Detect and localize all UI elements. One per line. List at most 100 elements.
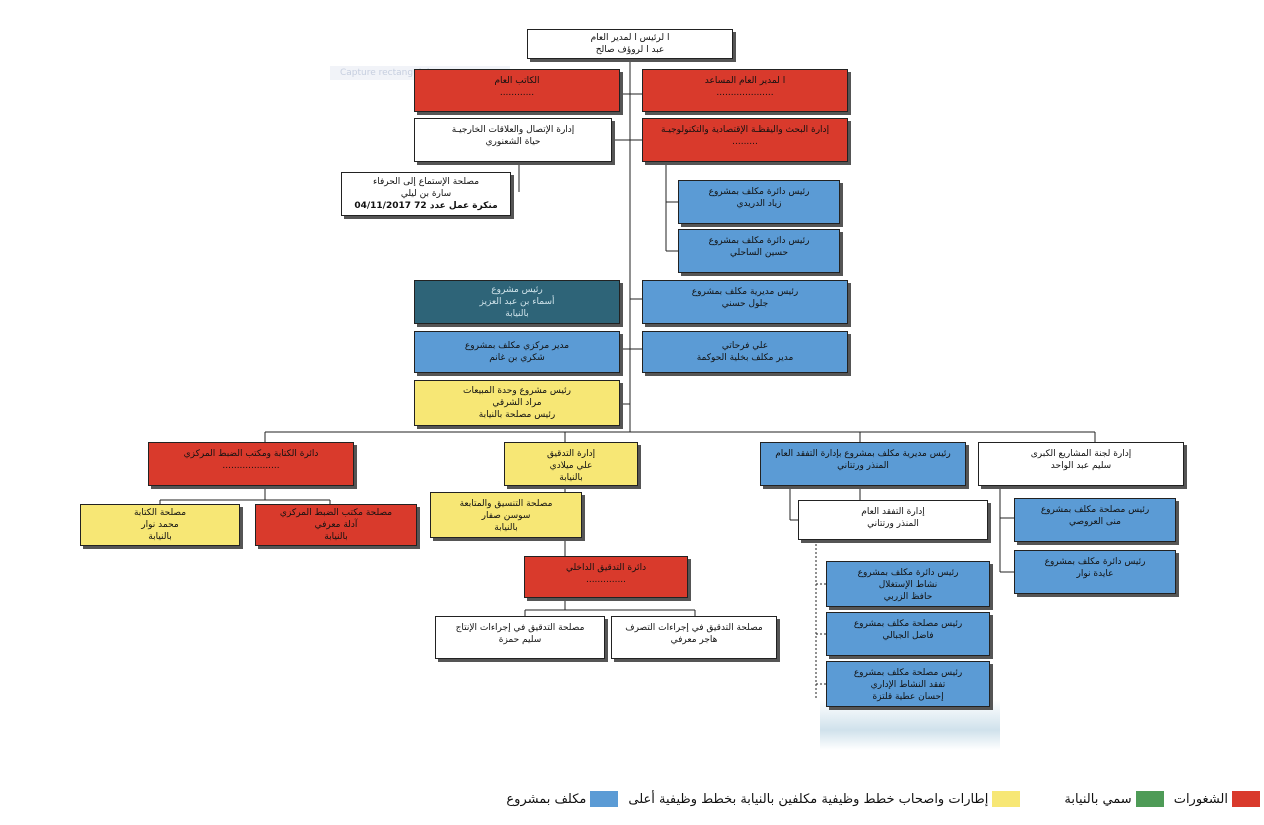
org-node-listening-service[interactable]: مصلحة الإستماع إلى الحرفاء سارة بن ليلي …	[341, 172, 511, 216]
node-note: منكرة عمل عدد 72 04/11/2017	[354, 201, 498, 211]
node-name: سارة بن ليلي	[400, 189, 452, 199]
node-title: رئيس مصلحة مكلف بمشروع	[853, 619, 963, 629]
org-node-secretary-general[interactable]: الكاتب العام ............	[414, 69, 620, 112]
node-title: مصلحة التدقيق في إجراءات التصرف	[625, 623, 763, 633]
org-node-audit-dept[interactable]: إدارة التدقيق علي ميلادي بالنيابة	[504, 442, 638, 486]
node-note: بالنيابة	[559, 473, 583, 483]
node-title: إدارة لجنة المشاريع الكبرى	[1030, 449, 1132, 459]
node-title: دائرة التدقيق الداخلي	[565, 563, 647, 573]
node-name: أسماء بن عبد العزيز	[479, 297, 555, 307]
node-title: رئيس مديرية مكلف بمشروع	[691, 287, 799, 297]
node-name: عبد ا لروؤف صالح	[595, 45, 665, 55]
node-title: مدير مركزي مكلف بمشروع	[464, 341, 570, 351]
node-name: ............	[499, 88, 535, 98]
node-name: جلول حسني	[721, 299, 769, 309]
node-title: رئيس مصلحة مكلف بمشروع	[1040, 505, 1150, 515]
node-name: مراد الشرقي	[492, 398, 542, 408]
org-node-governance-director[interactable]: علي فرحاتي مدير مكلف بخلية الحوكمة	[642, 331, 848, 373]
org-node-project-head-teal[interactable]: رئيس مشروع أسماء بن عبد العزيز بالنيابة	[414, 280, 620, 324]
node-title: إدارة التدقيق	[546, 449, 596, 459]
org-node-control-director[interactable]: رئيس مديرية مكلف بمشروع بإدارة التفقد ال…	[760, 442, 966, 486]
org-node-central-registry-service[interactable]: مصلحة مكتب الضبط المركزي آدلة معرفي بالن…	[255, 504, 417, 546]
node-title: رئيس دائرة مكلف بمشروع	[708, 187, 810, 197]
org-node-assistant-dg[interactable]: ا لمدير العام المساعد ..................…	[642, 69, 848, 112]
legend-label: سمي بالنيابة	[1064, 791, 1132, 807]
org-node-project-director-1[interactable]: رئيس مديرية مكلف بمشروع جلول حسني	[642, 280, 848, 324]
node-note: بالنيابة	[505, 309, 529, 319]
node-name: علي فرحاتي	[721, 341, 769, 351]
node-note: حافظ الزربي	[883, 592, 933, 602]
node-title: مصلحة التنسيق والمتابعة	[459, 499, 553, 509]
org-node-central-director[interactable]: مدير مركزي مكلف بمشروع شكري بن غانم	[414, 331, 620, 373]
org-node-project-circle-2[interactable]: رئيس دائرة مكلف بمشروع حسين الساحلي	[678, 229, 840, 273]
legend-swatch-blue	[590, 791, 619, 807]
legend-item-project-assigned: مكلف بمشروع	[506, 791, 619, 807]
node-name: المنذر ورتتاني	[837, 461, 889, 471]
org-node-ceo[interactable]: ا لرئيس ا لمدير العام عبد ا لروؤف صالح	[527, 29, 733, 59]
node-name: آدلة معرفي	[314, 520, 358, 530]
node-title: رئيس مصلحة مكلف بمشروع	[853, 668, 963, 678]
org-node-major-projects[interactable]: إدارة لجنة المشاريع الكبرى سليم عبد الوا…	[978, 442, 1184, 486]
node-note: إحسان عطية قلتزة	[872, 692, 944, 702]
node-note: بالنيابة	[324, 532, 348, 542]
node-title: رئيس دائرة مكلف بمشروع	[708, 236, 810, 246]
org-node-registry-dept[interactable]: دائرة الكتابة ومكتب الضبط المركزي ......…	[148, 442, 354, 486]
node-name: ....................	[716, 88, 774, 98]
node-name: منى العروصي	[1069, 517, 1121, 527]
node-title: إدارة البحث واليقظـة الإقتصادية والتكنول…	[660, 125, 830, 135]
node-title: رئيس دائرة مكلف بمشروع	[1044, 557, 1146, 567]
org-node-internal-audit[interactable]: دائرة التدقيق الداخلي ..............	[524, 556, 688, 598]
node-name: سوسن صفار	[481, 511, 531, 521]
legend-item-executives: إطارات واصحاب خطط وظيفية مكلفين بالنيابة…	[628, 791, 1021, 807]
node-title: ا لرئيس ا لمدير العام	[590, 33, 670, 43]
node-title: مصلحة مكتب الضبط المركزي	[279, 508, 393, 518]
org-node-circle-head-3[interactable]: رئيس دائرة مكلف بمشروع عايدة نوار	[1014, 550, 1176, 594]
node-name: محمد نوار	[141, 520, 179, 530]
node-name: علي ميلادي	[549, 461, 593, 471]
node-note: بالنيابة	[148, 532, 172, 542]
node-title: رئيس مشروع وحدة المبيعات	[463, 386, 571, 396]
org-node-coordination-service[interactable]: مصلحة التنسيق والمتابعة سوسن صفار بالنيا…	[430, 492, 582, 538]
org-node-service-head-2[interactable]: رئيس مصلحة مكلف بمشروع فاضل الجبالي	[826, 612, 990, 656]
color-legend: الشغورات سمي بالنيابة إطارات واصحاب خطط …	[400, 786, 1260, 812]
node-name: نشاط الإستغلال	[878, 580, 938, 590]
node-name: سليم عبد الواحد	[1050, 461, 1112, 471]
org-node-communication-dept[interactable]: إدارة الإتصال والعلاقات الخارجيـة حياة ا…	[414, 118, 612, 162]
node-name: حسين الساحلي	[729, 248, 789, 258]
legend-item-vacancies: الشغورات	[1174, 791, 1260, 807]
node-title: مصلحة التدقيق في إجراءات الإنتاج	[455, 623, 585, 633]
node-name: تفقد النشاط الإداري	[870, 680, 946, 690]
org-node-research-dept[interactable]: إدارة البحث واليقظـة الإقتصادية والتكنول…	[642, 118, 848, 162]
node-title: دائرة الكتابة ومكتب الضبط المركزي	[183, 449, 319, 459]
org-node-sales-unit[interactable]: رئيس مشروع وحدة المبيعات مراد الشرقي رئي…	[414, 380, 620, 426]
node-title: مدير مكلف بخلية الحوكمة	[696, 353, 794, 363]
legend-item-acting: سمي بالنيابة	[1064, 791, 1164, 807]
org-node-service-head-3[interactable]: رئيس مصلحة مكلف بمشروع تفقد النشاط الإدا…	[826, 661, 990, 707]
node-name: المنذر ورتتاني	[867, 519, 919, 529]
background-wave-decoration	[820, 700, 1000, 750]
node-title: رئيس مديرية مكلف بمشروع بإدارة التفقد ال…	[775, 449, 951, 459]
node-name: شكري بن غانم	[489, 353, 545, 363]
node-title: مصلحة الكتابة	[133, 508, 187, 518]
node-name: فاضل الجبالي	[882, 631, 934, 641]
org-node-production-audit[interactable]: مصلحة التدقيق في إجراءات الإنتاج سليم حم…	[435, 616, 605, 659]
node-note: بالنيابة	[494, 523, 518, 533]
node-title: مصلحة الإستماع إلى الحرفاء	[372, 177, 480, 187]
node-name: .........	[732, 137, 758, 147]
org-node-project-circle-1[interactable]: رئيس دائرة مكلف بمشروع زياد الدريدي	[678, 180, 840, 224]
node-title: ا لمدير العام المساعد	[704, 76, 786, 86]
org-node-general-inspection[interactable]: إدارة التفقد العام المنذر ورتتاني	[798, 500, 988, 540]
org-node-service-head-1[interactable]: رئيس مصلحة مكلف بمشروع منى العروصي	[1014, 498, 1176, 542]
node-name: هاجر معرفي	[670, 635, 718, 645]
legend-swatch-red	[1232, 791, 1260, 807]
legend-swatch-green	[1135, 791, 1164, 807]
node-title: رئيس دائرة مكلف بمشروع	[857, 568, 959, 578]
node-name: ....................	[222, 461, 280, 471]
org-node-circle-head-4[interactable]: رئيس دائرة مكلف بمشروع نشاط الإستغلال حا…	[826, 561, 990, 607]
legend-label: إطارات واصحاب خطط وظيفية مكلفين بالنيابة…	[628, 791, 989, 807]
node-name: سليم حمزة	[498, 635, 542, 645]
org-node-writing-service[interactable]: مصلحة الكتابة محمد نوار بالنيابة	[80, 504, 240, 546]
node-name: عايدة نوار	[1076, 569, 1114, 579]
node-note: رئيس مصلحة بالنيابة	[478, 410, 556, 420]
org-node-disposal-audit[interactable]: مصلحة التدقيق في إجراءات التصرف هاجر معر…	[611, 616, 777, 659]
